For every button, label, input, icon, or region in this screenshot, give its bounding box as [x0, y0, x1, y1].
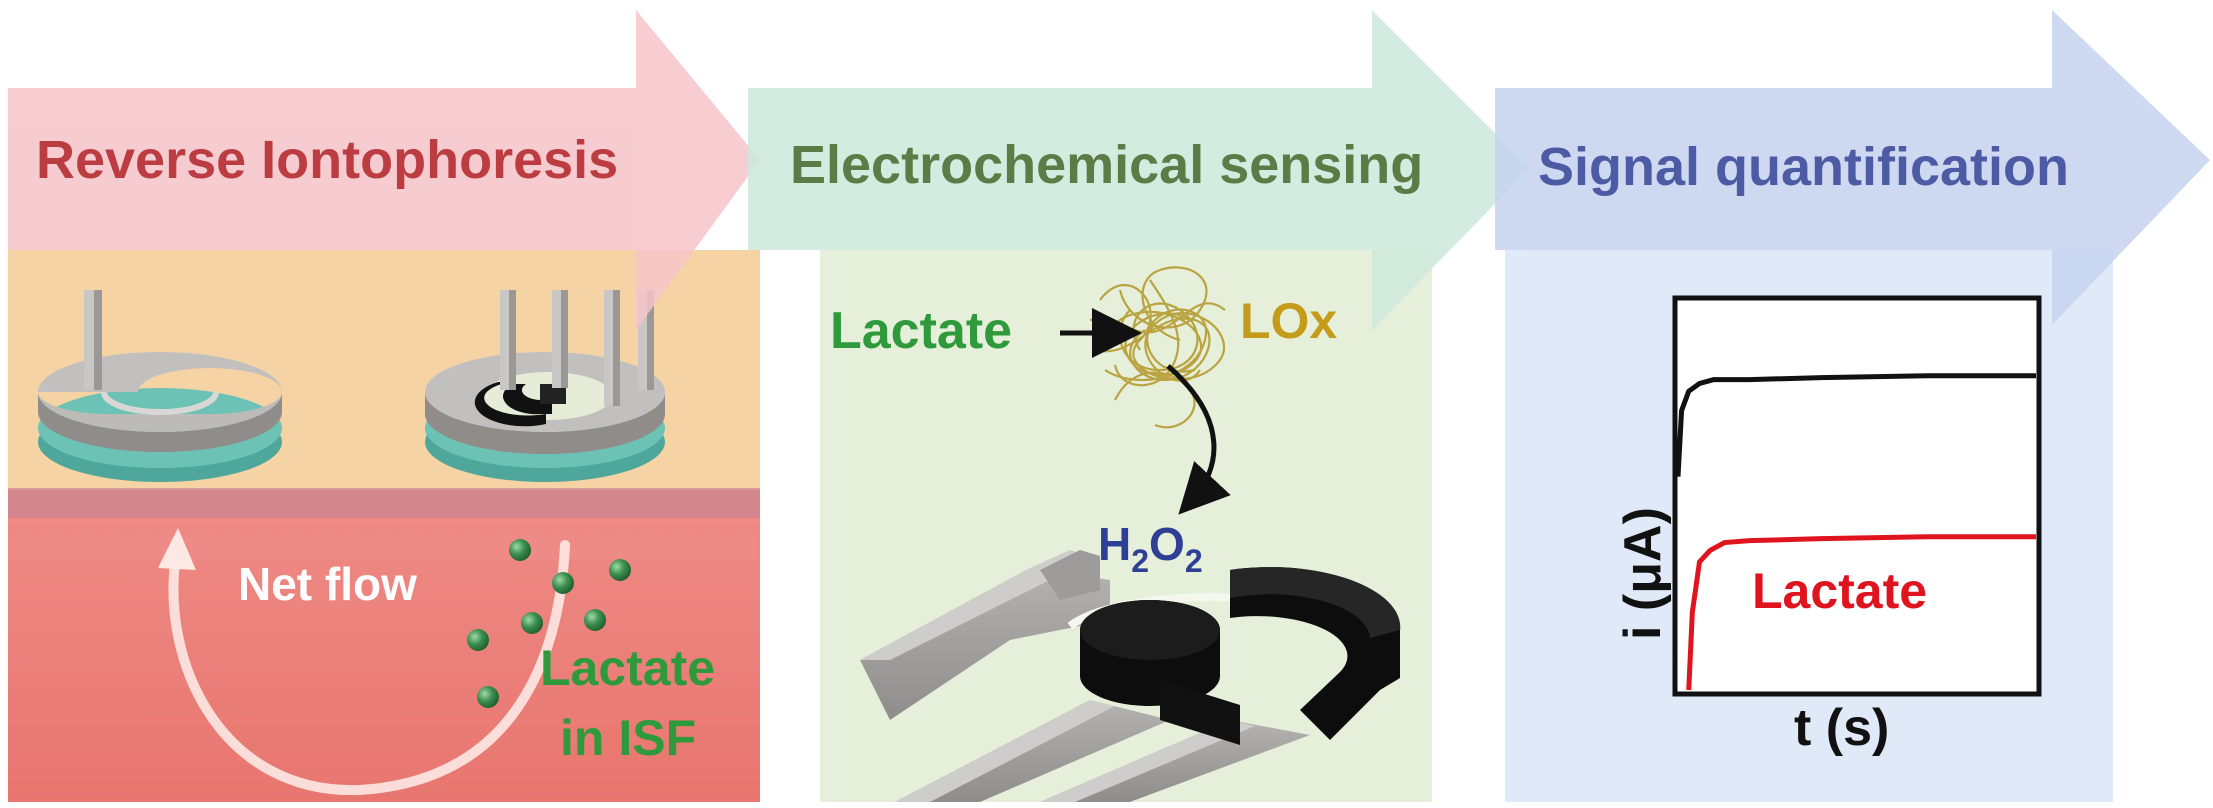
panel-signal-quantification: Lactate t (s) i (μA) — [1505, 250, 2113, 802]
chart-series-label-lactate: Lactate — [1752, 563, 1927, 619]
lactate-label: Lactate — [830, 302, 1012, 360]
h2o2-h: H — [1098, 518, 1131, 570]
lactate-in-isf-label-line1: Lactate — [540, 640, 715, 696]
epidermis-band — [8, 488, 760, 518]
stage-2-label: Electrochemical sensing — [790, 135, 1423, 195]
cathode-electrode — [425, 290, 665, 482]
working-electrode — [1080, 600, 1240, 745]
chart-series-group — [1675, 373, 2036, 691]
anode-electrode — [37, 290, 283, 482]
electrode-tracks — [860, 550, 1353, 802]
h2o2-label: H2O2 — [1098, 518, 1203, 579]
panel-electrochemical-sensing: Lactate LOx H2O2 — [820, 250, 1432, 802]
net-flow-label: Net flow — [238, 558, 417, 610]
stage-arrow-1: Reverse Iontophoresis — [8, 10, 760, 330]
lox-label: LOx — [1240, 293, 1337, 349]
h2o2-sub-2: 2 — [1185, 543, 1203, 579]
stage-3-label: Signal quantification — [1538, 137, 2069, 197]
h2o2-o: O — [1149, 518, 1185, 570]
stage-1-label: Reverse Iontophoresis — [36, 130, 618, 190]
stage-arrow-3: Signal quantification — [1495, 10, 2210, 325]
chart-y-axis-label: i (μA) — [1614, 507, 1672, 640]
chart-x-axis-label: t (s) — [1794, 699, 1889, 757]
stage-arrow-1-shape — [8, 10, 760, 330]
net-flow-arrowhead — [158, 528, 196, 570]
stage-arrow-3-shape — [1495, 10, 2210, 325]
chart-series-line-2 — [1686, 534, 2036, 691]
lactate-molecules — [467, 539, 631, 708]
counter-electrode — [1230, 567, 1401, 740]
panel-reverse-iontophoresis: Net flow Lactate in ISF — [8, 250, 760, 802]
lox-to-h2o2-arrow — [1166, 364, 1231, 515]
stage-arrow-2: Electrochemical sensing — [748, 10, 1530, 330]
stage-arrow-2-shape — [748, 10, 1530, 330]
h2o2-sub-1: 2 — [1131, 543, 1149, 579]
chart-plot-frame — [1672, 295, 2042, 697]
chart-series-line-1 — [1675, 373, 2036, 477]
lactate-in-isf-label-line2: in ISF — [560, 710, 696, 766]
net-flow-arc — [168, 540, 570, 796]
epidermis-wavy-edge — [8, 528, 758, 560]
